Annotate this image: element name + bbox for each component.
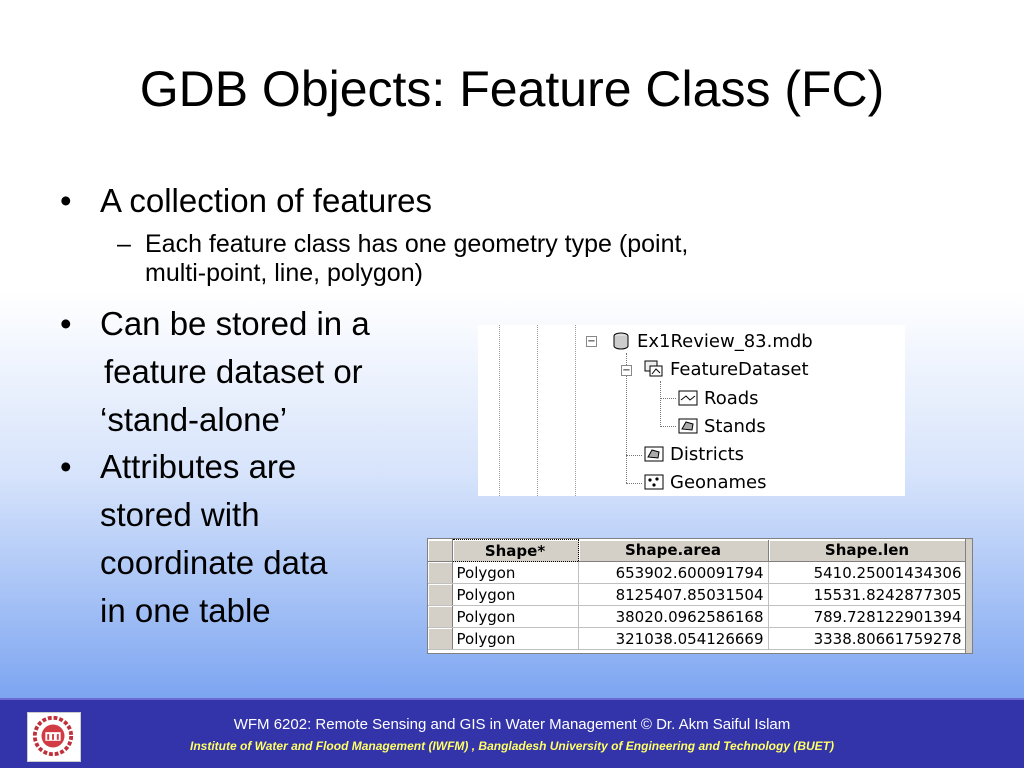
tree-guide	[575, 325, 576, 496]
tree-connector	[660, 398, 676, 399]
tree-connector	[626, 455, 642, 456]
table-row[interactable]: Polygon 321038.054126669 3338.8066175927…	[428, 627, 967, 650]
database-icon	[613, 332, 629, 350]
tree-item-label: Geonames	[670, 471, 767, 493]
sub-bullet-line-2: multi-point, line, polygon)	[145, 259, 423, 287]
bullet-text-line-1: Attributes are	[100, 448, 297, 485]
attribute-table: Shape* Shape.area Shape.len Polygon 6539…	[427, 538, 973, 654]
tree-item-database[interactable]: Ex1Review_83.mdb	[611, 328, 813, 354]
bullet-text-line-3: coordinate data	[100, 544, 328, 581]
polygon-feature-class-icon	[644, 446, 664, 462]
polygon-feature-class-icon	[678, 418, 698, 434]
row-selector[interactable]	[428, 605, 453, 628]
bullet-text-line-1: Can be stored in a	[100, 305, 370, 342]
collapse-toggle[interactable]: −	[621, 365, 632, 376]
table-cell: Polygon	[452, 561, 579, 584]
catalog-tree: − − Ex1Review_83.mdb FeatureDataset Road…	[478, 325, 905, 496]
tree-connector	[660, 381, 661, 427]
table-cell: 321038.054126669	[578, 627, 769, 650]
collapse-toggle[interactable]: −	[586, 336, 597, 347]
bullet-text-line-2: feature dataset or	[104, 353, 363, 390]
buet-logo-icon	[27, 712, 81, 762]
tree-item-label: FeatureDataset	[670, 358, 809, 380]
row-selector[interactable]	[428, 627, 453, 650]
table-cell: 5410.25001434306	[768, 561, 967, 584]
table-row[interactable]: Polygon 8125407.85031504 15531.824287730…	[428, 583, 967, 606]
row-selector[interactable]	[428, 583, 453, 606]
column-header-shape-area[interactable]: Shape.area	[578, 539, 769, 562]
table-cell: 789.728122901394	[768, 605, 967, 628]
table-cell: Polygon	[452, 605, 579, 628]
tree-item-label: Roads	[704, 387, 759, 409]
bullet-text: A collection of features	[100, 182, 433, 219]
table-cell: 38020.0962586168	[578, 605, 769, 628]
tree-connector	[660, 426, 676, 427]
table-cell: Polygon	[452, 583, 579, 606]
bullet-dot: •	[60, 448, 72, 485]
row-selector[interactable]	[428, 561, 453, 584]
tree-item-label: Districts	[670, 443, 745, 465]
dash-marker: –	[117, 230, 131, 258]
bullet-text-line-2: stored with	[100, 496, 260, 533]
column-header-shape-len[interactable]: Shape.len	[768, 539, 967, 562]
slide-footer: WFM 6202: Remote Sensing and GIS in Wate…	[0, 698, 1024, 768]
tree-guide	[499, 325, 500, 496]
tree-guide	[537, 325, 538, 496]
point-feature-class-icon	[644, 474, 664, 490]
line-feature-class-icon	[678, 390, 698, 406]
footer-institute-line: Institute of Water and Flood Management …	[189, 739, 835, 753]
footer-course-line: WFM 6202: Remote Sensing and GIS in Wate…	[233, 716, 791, 733]
tree-connector	[626, 353, 627, 483]
tree-item-geonames[interactable]: Geonames	[644, 469, 766, 495]
table-cell: Polygon	[452, 627, 579, 650]
table-row[interactable]: Polygon 653902.600091794 5410.2500143430…	[428, 561, 967, 584]
tree-item-label: Ex1Review_83.mdb	[637, 330, 813, 352]
table-cell: 653902.600091794	[578, 561, 769, 584]
bullet-text-line-3: ‘stand-alone’	[100, 401, 288, 438]
table-row[interactable]: Polygon 38020.0962586168 789.72812290139…	[428, 605, 967, 628]
tree-item-featuredataset[interactable]: FeatureDataset	[644, 356, 809, 382]
bullet-dot: •	[60, 182, 72, 219]
tree-item-districts[interactable]: Districts	[644, 441, 744, 467]
table-cell: 15531.8242877305	[768, 583, 967, 606]
table-cell: 8125407.85031504	[578, 583, 769, 606]
row-header-corner	[428, 539, 453, 562]
bullet-text-line-4: in one table	[100, 592, 271, 629]
column-header-shape[interactable]: Shape*	[451, 539, 579, 562]
feature-dataset-icon	[644, 360, 663, 377]
tree-item-roads[interactable]: Roads	[678, 385, 759, 411]
slide-title: GDB Objects: Feature Class (FC)	[139, 61, 885, 117]
table-cell: 3338.80661759278	[768, 627, 967, 650]
tree-item-label: Stands	[704, 415, 766, 437]
table-scrollbar[interactable]	[965, 539, 972, 653]
tree-connector	[626, 483, 642, 484]
bullet-dot: •	[60, 305, 72, 342]
sub-bullet-line-1: Each feature class has one geometry type…	[145, 230, 689, 258]
tree-item-stands[interactable]: Stands	[678, 413, 766, 439]
